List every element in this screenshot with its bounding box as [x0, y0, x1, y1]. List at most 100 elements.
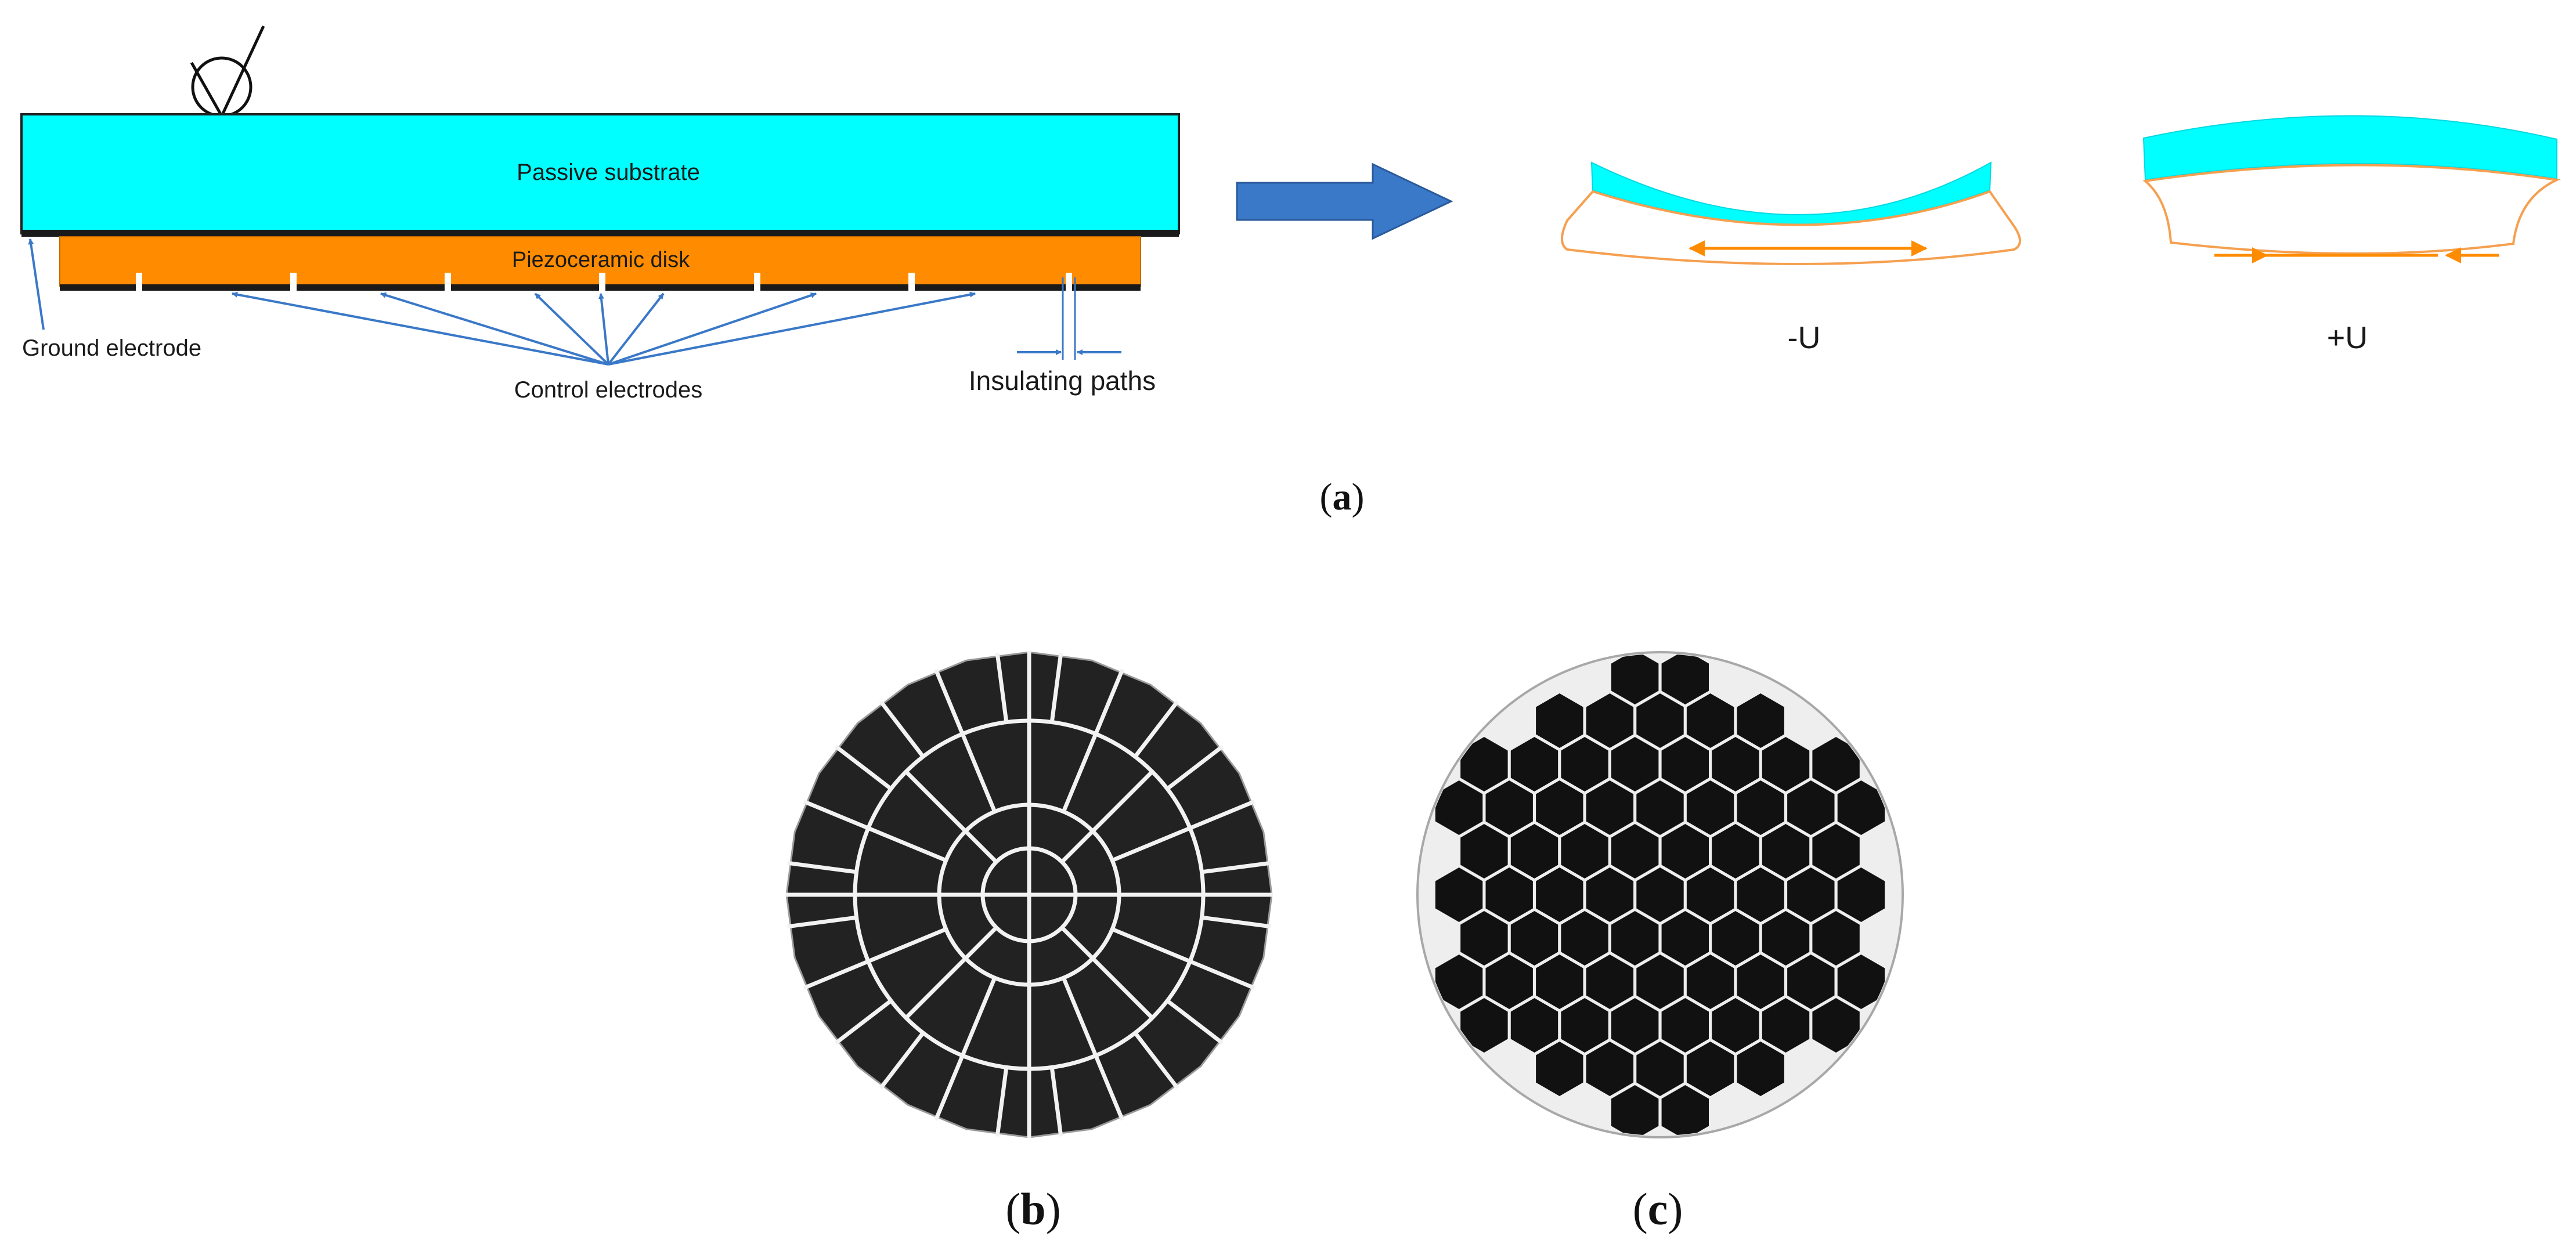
- hex-electrode: [1485, 867, 1533, 922]
- passive-substrate-layer: [20, 113, 1180, 234]
- segment-divider-outer: [1189, 959, 1255, 990]
- segment-radial-dividers: [785, 651, 1273, 1138]
- segment-divider-outer: [1201, 861, 1271, 874]
- panel-a-cross-section: Passive substrate Piezoceramic disk Grou…: [20, 25, 1180, 403]
- hex-electrode: [1536, 1042, 1583, 1096]
- hex-electrode: [1762, 998, 1810, 1053]
- segment-divider-ring-2: [1060, 926, 1095, 960]
- segment-divider-ring-3: [1111, 826, 1191, 862]
- hex-electrode: [1737, 1042, 1784, 1096]
- segment-divider-ring-3: [867, 927, 947, 964]
- svg-text:(b): (b): [1005, 1184, 1060, 1234]
- hex-electrode: [1712, 824, 1759, 879]
- hex-electrode: [1586, 780, 1634, 835]
- hex-electrode: [1737, 693, 1784, 748]
- hex-electrode: [1812, 737, 1860, 791]
- transition-arrow-icon: [1236, 162, 1453, 240]
- segment-divider-outer: [834, 999, 893, 1045]
- hex-electrode: [1636, 867, 1684, 922]
- segment-divider-outer: [1133, 1031, 1179, 1090]
- ground-electrode-layer: [21, 230, 1179, 237]
- segment-divider-outer: [803, 959, 870, 990]
- hex-electrode: [1661, 1085, 1709, 1136]
- segment-divider-ring-3: [867, 826, 947, 862]
- hex-electrode: [1712, 998, 1759, 1053]
- hex-electrode: [1837, 867, 1885, 922]
- ground-electrode-pointer: [28, 238, 45, 330]
- hex-electrode: [1661, 911, 1709, 966]
- hex-electrode: [1636, 1042, 1684, 1096]
- hex-electrode: [1435, 780, 1483, 835]
- minus-u-label: -U: [1788, 320, 1821, 355]
- svg-text:(a): (a): [1320, 476, 1365, 518]
- hex-electrode: [1611, 1085, 1659, 1136]
- hex-electrode: [1586, 955, 1634, 1009]
- segment-divider-outer: [1094, 1054, 1124, 1121]
- deformation-plus-u: +U: [2142, 115, 2561, 355]
- minus-u-substrate-shape: [1590, 161, 1992, 225]
- hex-electrode: [1661, 998, 1709, 1053]
- segment-divider-outer: [1166, 744, 1224, 791]
- hex-electrode: [1636, 955, 1684, 1009]
- segment-divider-ring-3: [1062, 733, 1098, 813]
- segment-divider-ring-3: [904, 957, 967, 1020]
- control-electrodes-label: Control electrodes: [514, 377, 703, 403]
- segment-divider-outer: [879, 700, 925, 758]
- hex-electrode: [1812, 911, 1860, 966]
- hexagonal-electrodes: [1435, 654, 1885, 1136]
- hex-electrode: [1661, 824, 1709, 879]
- segment-divider-outer: [834, 744, 893, 791]
- hex-electrode: [1636, 693, 1684, 748]
- segment-divider-outer: [879, 1031, 925, 1090]
- passive-substrate-label: Passive substrate: [517, 160, 700, 185]
- hex-electrode: [1837, 780, 1885, 835]
- segment-divider-outer: [1189, 800, 1255, 830]
- hex-electrode: [1762, 824, 1810, 879]
- hex-electrode: [1561, 998, 1608, 1053]
- hex-electrode: [1536, 693, 1583, 748]
- segment-divider-outer: [1094, 668, 1124, 735]
- hex-electrode: [1812, 824, 1860, 879]
- observer-eye-icon: [190, 25, 265, 118]
- segment-divider-outer: [934, 1054, 965, 1121]
- hex-electrode: [1812, 998, 1860, 1053]
- ground-electrode-label: Ground electrode: [22, 335, 201, 361]
- segment-divider-outer: [995, 1067, 1009, 1137]
- hex-electrode: [1561, 737, 1608, 791]
- hex-electrode: [1460, 998, 1508, 1053]
- hex-electrode: [1686, 955, 1734, 1009]
- piezoceramic-disk-label: Piezoceramic disk: [512, 248, 690, 272]
- insulating-paths-label: Insulating paths: [969, 366, 1156, 396]
- hex-electrode: [1536, 867, 1583, 922]
- segment-divider-ring-3: [960, 733, 997, 813]
- hex-electrode: [1837, 955, 1885, 1009]
- hex-electrode: [1686, 780, 1734, 835]
- segment-divider-ring-3: [960, 977, 997, 1057]
- insulating-gaps: [136, 273, 1072, 291]
- hex-electrode: [1586, 867, 1634, 922]
- hex-electrode: [1737, 867, 1784, 922]
- hex-electrode: [1485, 780, 1533, 835]
- segment-divider-ring-2: [1060, 829, 1095, 863]
- segment-divider-outer: [995, 653, 1009, 723]
- control-electrodes-pointers: [232, 291, 976, 366]
- hex-electrode: [1762, 911, 1810, 966]
- segment-divider-ring-3: [904, 770, 967, 833]
- hex-electrode: [1787, 955, 1835, 1009]
- segment-divider-outer: [1049, 1067, 1063, 1137]
- hex-electrode: [1611, 824, 1659, 879]
- segment-divider-outer: [787, 861, 857, 874]
- hex-electrode: [1661, 737, 1709, 791]
- hex-electrode: [1712, 737, 1759, 791]
- hex-electrode: [1536, 780, 1583, 835]
- hex-electrode: [1510, 911, 1558, 966]
- segment-divider-ring-3: [1062, 977, 1098, 1057]
- hex-electrode: [1586, 693, 1634, 748]
- segment-divider-ring-3: [1091, 770, 1154, 833]
- hex-electrode: [1661, 654, 1709, 704]
- plus-u-label: +U: [2327, 320, 2368, 355]
- hex-electrode: [1737, 780, 1784, 835]
- insulating-paths-marker: [1017, 277, 1121, 360]
- segment-divider-outer: [1049, 653, 1063, 723]
